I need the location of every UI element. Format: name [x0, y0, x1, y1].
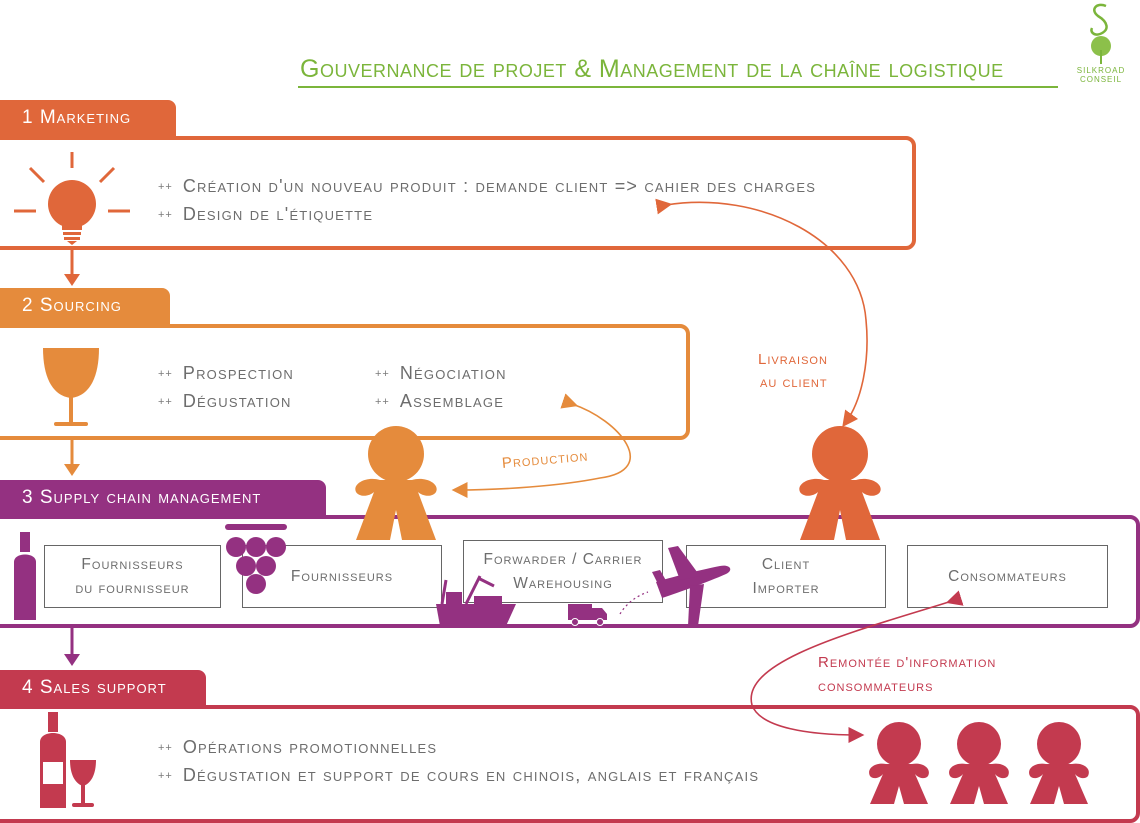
bottle-and-glass-icon — [40, 712, 96, 808]
list-item: ++Création d'un nouveau produit : demand… — [158, 176, 817, 196]
livraison-arrow — [655, 198, 868, 428]
section-arrow-1 — [64, 250, 80, 286]
list-item: ++Prospection — [158, 363, 295, 383]
truck-icon — [568, 604, 607, 626]
list-item: ++Négociation — [375, 363, 507, 383]
page-title: Gouvernance de projet & Management de la… — [300, 55, 1004, 83]
sales-bullets: ++Opérations promotionnelles ++Dégustati… — [158, 733, 759, 789]
tab-marketing: 1 Marketing — [0, 100, 176, 136]
production-arrow — [451, 393, 632, 498]
section-arrow-2 — [64, 440, 80, 476]
tab-sourcing: 2 Sourcing — [0, 288, 170, 324]
list-item: ++Dégustation — [158, 391, 292, 411]
list-item: ++Design de l'étiquette — [158, 204, 374, 224]
marketing-box — [0, 136, 916, 250]
ship-icon — [436, 575, 516, 626]
title-underline — [298, 86, 1058, 88]
person-icon — [1029, 722, 1089, 804]
company-logo: SILKROAD CONSEIL — [1068, 0, 1134, 92]
tree-logo-icon — [1090, 3, 1111, 64]
airplane-icon — [652, 546, 731, 626]
list-item: ++Dégustation et support de cours en chi… — [158, 765, 760, 785]
wine-glass-icon — [43, 348, 99, 426]
marketing-bullets: ++Création d'un nouveau produit : demand… — [158, 172, 816, 228]
remontee-arrow — [750, 590, 964, 743]
person-icon — [869, 722, 929, 804]
sourcing-bullets-left: ++Prospection ++Dégustation — [158, 359, 294, 415]
tab-sales-support: 4 Sales support — [0, 670, 206, 706]
person-icon — [799, 426, 881, 540]
bottle-icon — [14, 532, 36, 620]
tab-supply-chain: 3 Supply chain management — [0, 480, 326, 516]
logo-text-line2: CONSEIL — [1079, 75, 1123, 84]
person-icon — [949, 722, 1009, 804]
grapes-icon — [225, 524, 287, 594]
supply-chain-box — [0, 515, 1140, 628]
person-icon — [355, 426, 437, 540]
section-arrow-3 — [64, 628, 80, 666]
logo-text-line1: SILKROAD — [1076, 66, 1126, 75]
lightbulb-icon — [14, 152, 130, 245]
list-item: ++Opérations promotionnelles — [158, 737, 438, 757]
